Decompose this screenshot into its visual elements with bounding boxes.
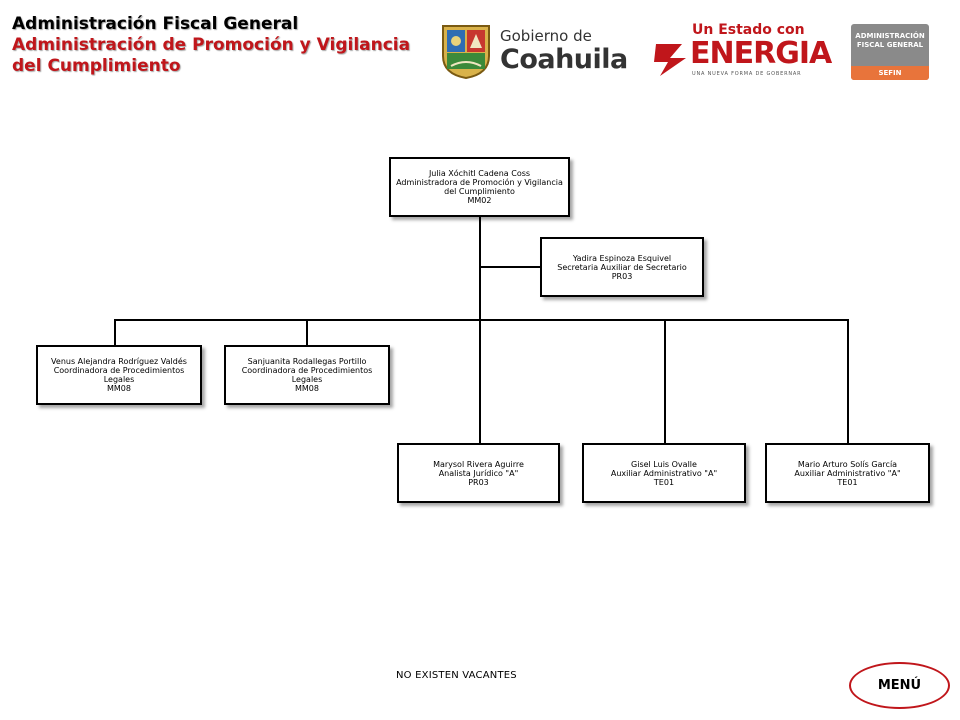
org-code: TE01 xyxy=(837,477,858,487)
afg-line-2: FISCAL GENERAL xyxy=(856,41,924,49)
connector-staff xyxy=(480,266,540,268)
org-box-staff: Yadira Espinoza Esquivel Secretaria Auxi… xyxy=(540,237,704,297)
coahuila-text: Coahuila xyxy=(500,44,628,75)
menu-button[interactable]: MENÚ xyxy=(849,662,950,709)
afg-band: SEFIN xyxy=(851,66,929,80)
connector-root-trunk xyxy=(479,217,481,443)
org-role: Auxiliar Administrativo "A" xyxy=(794,468,901,478)
org-box-analyst: Marysol Rivera Aguirre Analista Jurídico… xyxy=(397,443,560,503)
afg-logo: ADMINISTRACIÓN FISCAL GENERAL SEFIN xyxy=(851,24,929,80)
energia-mark-icon xyxy=(654,44,686,76)
energia-logo: Un Estado con ENERGIA UNA NUEVA FORMA DE… xyxy=(652,22,832,82)
connector-horizontal xyxy=(114,319,849,321)
org-name: Venus Alejandra Rodríguez Valdés xyxy=(51,357,187,366)
org-code: PR03 xyxy=(611,271,633,281)
org-code: PR03 xyxy=(468,477,489,487)
energia-sub-text: UNA NUEVA FORMA DE GOBERNAR xyxy=(692,71,802,77)
afg-line-1: ADMINISTRACIÓN xyxy=(855,32,925,40)
org-name: Julia Xóchitl Cadena Coss xyxy=(428,169,531,178)
org-role: Coordinadora de Procedimientos Legales xyxy=(53,366,185,384)
title-line-2: Administración de Promoción y Vigilancia xyxy=(12,35,411,55)
title-line-3: del Cumplimiento xyxy=(12,56,181,76)
org-code: MM08 xyxy=(295,384,319,393)
connector-coord1 xyxy=(114,319,116,345)
org-code: MM02 xyxy=(467,196,492,205)
org-name: Marysol Rivera Aguirre xyxy=(433,459,524,469)
org-role: Coordinadora de Procedimientos Legales xyxy=(241,366,373,384)
page-title: Administración Fiscal General Administra… xyxy=(12,14,410,77)
org-name: Sanjuanita Rodallegas Portillo xyxy=(247,357,367,366)
org-code: MM08 xyxy=(107,384,131,393)
org-box-root: Julia Xóchitl Cadena Coss Administradora… xyxy=(389,157,570,217)
org-code: TE01 xyxy=(653,477,675,487)
coat-of-arms-logo xyxy=(437,22,495,80)
vacancies-note: NO EXISTEN VACANTES xyxy=(396,670,517,681)
org-box-coord2: Sanjuanita Rodallegas Portillo Coordinad… xyxy=(224,345,390,405)
energia-top-text: Un Estado con xyxy=(692,22,805,38)
org-box-aux1: Gisel Luis Ovalle Auxiliar Administrativ… xyxy=(582,443,746,503)
org-box-aux2: Mario Arturo Solís García Auxiliar Admin… xyxy=(765,443,930,503)
org-name: Gisel Luis Ovalle xyxy=(631,459,697,469)
connector-aux1 xyxy=(664,319,666,443)
org-role: Auxiliar Administrativo "A" xyxy=(610,468,718,478)
title-line-1: Administración Fiscal General xyxy=(12,14,299,34)
org-role: Administradora de Promoción y Vigilancia… xyxy=(396,178,563,196)
org-role: Secretaria Auxiliar de Secretario xyxy=(557,262,687,272)
org-name: Mario Arturo Solís García xyxy=(797,459,898,469)
gobierno-de-text: Gobierno de xyxy=(500,27,592,45)
org-name: Yadira Espinoza Esquivel xyxy=(572,253,672,263)
connector-coord2 xyxy=(306,319,308,345)
connector-aux2 xyxy=(847,319,849,443)
org-role: Analista Jurídico "A" xyxy=(438,468,519,478)
energia-text: ENERGIA xyxy=(690,36,832,71)
gobierno-coahuila-logo: Gobierno de Coahuila xyxy=(500,28,630,80)
org-box-coord1: Venus Alejandra Rodríguez Valdés Coordin… xyxy=(36,345,202,405)
